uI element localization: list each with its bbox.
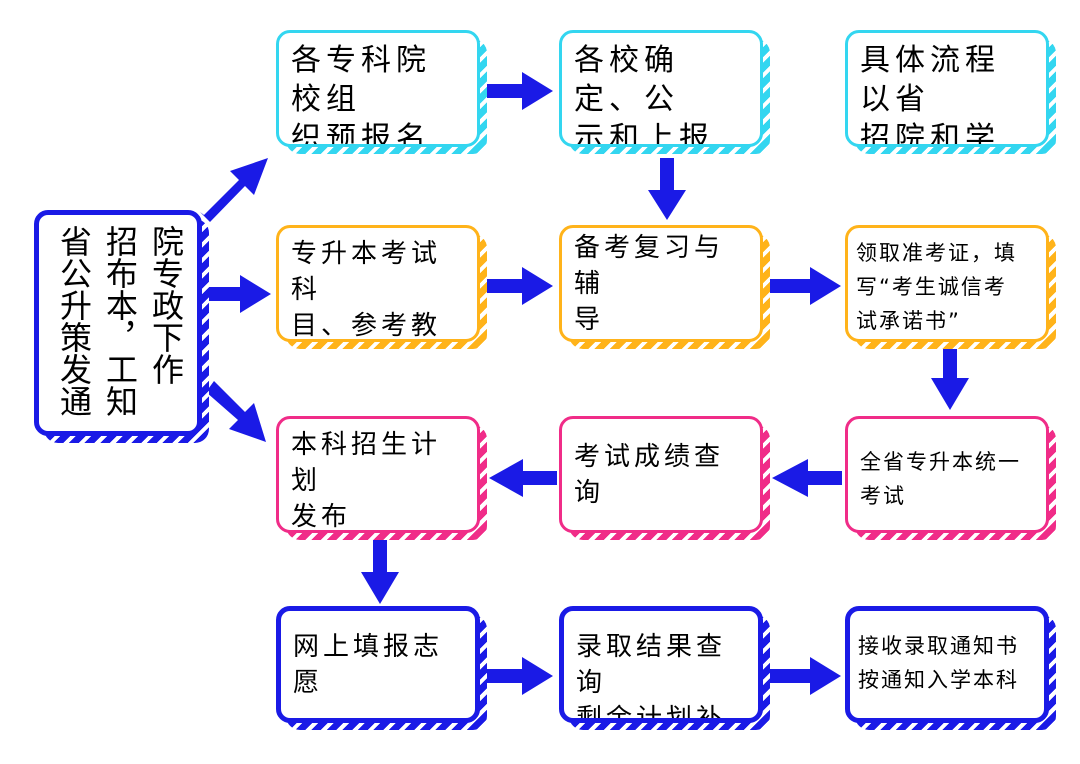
step-pre-registration: 各专科院校组 织预报名和资 格审核 xyxy=(276,30,487,154)
step-note-procedure: 具体流程以省 招院和学校通 知为准 xyxy=(845,30,1056,154)
notice-col-2: 招布本，工知 xyxy=(101,225,139,417)
step-text: 接收录取通知书 按通知入学本科 xyxy=(845,606,1049,723)
notice-col-3: 省公升策发通 xyxy=(55,225,93,417)
step-score-query: 考试成绩查询 xyxy=(559,416,770,540)
arrow-down-2 xyxy=(931,346,969,410)
step-online-application: 网上填报志愿 xyxy=(276,606,487,730)
step-enrollment-plan: 本科招生计划 发布 xyxy=(276,416,487,540)
arrow-r4-a xyxy=(484,657,553,695)
arrow-fan-mid xyxy=(203,275,271,313)
arrow-r2-a xyxy=(484,267,553,305)
step-admission-result: 录取结果查询 剩余计划补报 xyxy=(559,606,770,730)
notice-col-1: 院专政下作 xyxy=(147,225,185,385)
arrow-fan-top xyxy=(200,158,268,222)
notice-face: 院专政下作 招布本，工知 省公升策发通 xyxy=(34,210,202,436)
step-text: 具体流程以省 招院和学校通 知为准 xyxy=(845,30,1049,147)
arrow-r2-b xyxy=(770,267,841,305)
step-candidate-list: 各校确定、公 示和上报考生 名单 xyxy=(559,30,770,154)
step-text: 各校确定、公 示和上报考生 名单 xyxy=(559,30,763,147)
step-text: 考试成绩查询 xyxy=(559,416,763,533)
step-admission-ticket: 领取准考证，填 写“考生诚信考 试承诺书” xyxy=(845,225,1056,349)
step-text: 本科招生计划 发布 xyxy=(276,416,480,533)
step-exam-subjects: 专升本考试科 目、参考教材 发布 xyxy=(276,225,487,349)
step-admission-notice: 接收录取通知书 按通知入学本科 xyxy=(845,606,1056,730)
step-text: 网上填报志愿 xyxy=(276,606,480,723)
step-text: 专升本考试科 目、参考教材 发布 xyxy=(276,225,480,342)
step-text: 录取结果查询 剩余计划补报 xyxy=(559,606,763,723)
step-text: 备考复习与辅 导 xyxy=(559,225,763,342)
arrow-fan-bottom xyxy=(206,381,266,442)
arrow-r4-b xyxy=(770,657,841,695)
arrow-r3-b xyxy=(772,459,842,497)
arrow-r3-a xyxy=(489,459,557,497)
policy-notice-box: 院专政下作 招布本，工知 省公升策发通 xyxy=(34,210,209,443)
step-review-tutoring: 备考复习与辅 导 xyxy=(559,225,770,349)
arrow-r1-a xyxy=(487,72,553,110)
arrow-down-1 xyxy=(648,158,686,220)
step-unified-exam: 全省专升本统一 考试 xyxy=(845,416,1056,540)
arrow-down-3 xyxy=(361,537,399,604)
step-text: 全省专升本统一 考试 xyxy=(845,416,1049,533)
step-text: 各专科院校组 织预报名和资 格审核 xyxy=(276,30,480,147)
step-text: 领取准考证，填 写“考生诚信考 试承诺书” xyxy=(845,225,1049,342)
